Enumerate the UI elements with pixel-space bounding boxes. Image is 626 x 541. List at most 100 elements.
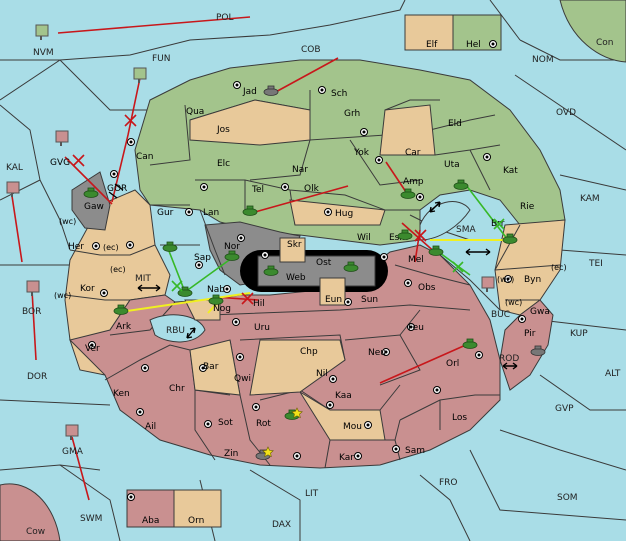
coast-label-buc-wc[interactable]: (wc)	[505, 298, 522, 307]
unit-tank-jad[interactable]	[263, 85, 279, 96]
province-label-elc[interactable]: Elc	[217, 159, 230, 169]
province-label-obs[interactable]: Obs	[418, 283, 436, 293]
sea-label-tei[interactable]: TEI	[588, 259, 603, 269]
sea-label-con[interactable]: Con	[596, 38, 614, 48]
coast-label-mit-ec[interactable]: (ec)	[110, 265, 126, 274]
province-label-web[interactable]: Web	[286, 273, 306, 283]
province-label-ark[interactable]: Ark	[116, 322, 132, 332]
province-label-qwi[interactable]: Qwi	[234, 374, 251, 384]
coast-label-kor-wc[interactable]: (wc)	[54, 291, 71, 300]
province-label-skr[interactable]: Skr	[287, 240, 302, 250]
sea-label-kup[interactable]: KUP	[570, 329, 588, 339]
province-label-esm[interactable]: Esm	[389, 233, 408, 243]
province-label-kar[interactable]: Kar	[339, 453, 354, 463]
province-label-orl[interactable]: Orl	[446, 359, 459, 369]
sea-label-cow[interactable]: Cow	[26, 527, 45, 537]
province-label-ost[interactable]: Ost	[316, 258, 332, 268]
province-label-byn[interactable]: Byn	[524, 275, 541, 285]
province-label-rie[interactable]: Rie	[520, 202, 535, 212]
sea-label-som[interactable]: SOM	[557, 493, 578, 503]
province-label-bar[interactable]: Bar	[203, 362, 219, 372]
province-label-wil[interactable]: Wil	[357, 233, 371, 243]
province-label-eun[interactable]: Eun	[325, 295, 342, 305]
province-label-yok[interactable]: Yok	[353, 148, 370, 158]
sea-label-kam[interactable]: KAM	[580, 194, 600, 204]
province-label-nil[interactable]: Nil	[316, 369, 328, 379]
province-label-nor[interactable]: Nor	[224, 242, 240, 252]
province-label-aba[interactable]: Aba	[142, 516, 159, 526]
sea-label-fun[interactable]: FUN	[152, 54, 171, 64]
province-label-gwa[interactable]: Gwa	[530, 307, 550, 317]
province-label-kat[interactable]: Kat	[503, 166, 518, 176]
coast-label-brr-wc[interactable]: (wc)	[497, 275, 514, 284]
unit-army-nvm[interactable]	[35, 24, 49, 40]
unit-tank-esm[interactable]	[397, 229, 413, 240]
unit-tank-pir[interactable]	[530, 345, 546, 356]
province-label-gaw[interactable]: Gaw	[84, 202, 104, 212]
province-label-sun[interactable]: Sun	[361, 295, 378, 305]
unit-tank-amp[interactable]	[400, 188, 416, 199]
province-label-ver[interactable]: Ver	[85, 344, 100, 354]
sea-label-bor[interactable]: BOR	[22, 307, 41, 317]
unit-fleet-gma[interactable]	[65, 424, 79, 440]
province-label-tel[interactable]: Tel	[251, 185, 264, 195]
sea-label-alt[interactable]: ALT	[605, 369, 621, 379]
province-label-uru[interactable]: Uru	[254, 323, 270, 333]
sea-label-dor[interactable]: DOR	[27, 372, 47, 382]
province-label-pir[interactable]: Pir	[524, 329, 536, 339]
sea-label-lit[interactable]: LIT	[305, 489, 319, 499]
unit-army-fun[interactable]	[133, 67, 147, 83]
province-label-lan[interactable]: Lan	[203, 208, 219, 218]
unit-tank-gaw[interactable]	[83, 187, 99, 198]
province-label-gvg[interactable]: GVG	[50, 158, 70, 168]
province-label-kor[interactable]: Kor	[80, 284, 95, 294]
unit-tank-uta[interactable]	[453, 179, 469, 190]
unit-tank-sap[interactable]	[162, 241, 178, 252]
coast-label-her-wc[interactable]: (wc)	[59, 217, 76, 226]
province-label-orn[interactable]: Orn	[188, 516, 204, 526]
unit-tank-nor[interactable]	[224, 250, 240, 261]
province-label-car[interactable]: Car	[405, 148, 421, 158]
sea-label-swm[interactable]: SWM	[80, 514, 102, 524]
province-label-jad[interactable]: Jad	[242, 87, 257, 97]
province-label-mel[interactable]: Mel	[408, 255, 424, 265]
province-label-brr[interactable]: Brr	[491, 219, 505, 229]
unit-tank-web[interactable]	[263, 265, 279, 276]
province-label-gor[interactable]: GOR	[107, 184, 127, 194]
province-label-mit[interactable]: MIT	[135, 274, 151, 284]
province-label-rot[interactable]: Rot	[256, 419, 271, 429]
province-label-nab[interactable]: Nab	[207, 285, 225, 295]
province-label-sma[interactable]: SMA	[456, 225, 476, 235]
sea-label-gma[interactable]: GMA	[62, 447, 84, 457]
province-label-eld[interactable]: Eld	[448, 119, 462, 129]
province-label-sch[interactable]: Sch	[331, 89, 347, 99]
province-label-hel[interactable]: Hel	[466, 40, 481, 50]
province-label-amp[interactable]: Amp	[403, 177, 424, 187]
sea-label-kal[interactable]: KAL	[6, 163, 23, 173]
province-label-sap[interactable]: Sap	[194, 253, 211, 263]
province-label-sam[interactable]: Sam	[405, 446, 425, 456]
unit-tank-brr[interactable]	[502, 233, 518, 244]
sea-label-buc[interactable]: BUC	[491, 310, 510, 320]
unit-tank-ost[interactable]	[343, 261, 359, 272]
unit-tank-lan[interactable]	[242, 205, 258, 216]
province-label-los[interactable]: Los	[452, 413, 467, 423]
unit-fleet-kal[interactable]	[6, 181, 20, 197]
unit-tank-ark[interactable]	[113, 304, 129, 315]
province-label-sot[interactable]: Sot	[218, 418, 233, 428]
sea-label-cob[interactable]: COB	[301, 45, 321, 55]
unit-tank-mel[interactable]	[428, 245, 444, 256]
sea-label-pol[interactable]: POL	[216, 13, 234, 23]
province-label-uta[interactable]: Uta	[444, 160, 460, 170]
province-label-chr[interactable]: Chr	[169, 384, 185, 394]
province-label-hil[interactable]: Hil	[253, 299, 265, 309]
province-label-olk[interactable]: Olk	[304, 184, 320, 194]
unit-tank-orl[interactable]	[462, 338, 478, 349]
province-label-elf[interactable]: Elf	[426, 40, 438, 50]
sea-label-gvp[interactable]: GVP	[555, 404, 574, 414]
province-label-neu[interactable]: Neu	[368, 348, 386, 358]
unit-fleet-buc[interactable]	[481, 276, 495, 292]
province-label-can[interactable]: Can	[136, 152, 154, 162]
province-label-nog[interactable]: Nog	[213, 304, 231, 314]
province-label-nar[interactable]: Nar	[292, 165, 308, 175]
